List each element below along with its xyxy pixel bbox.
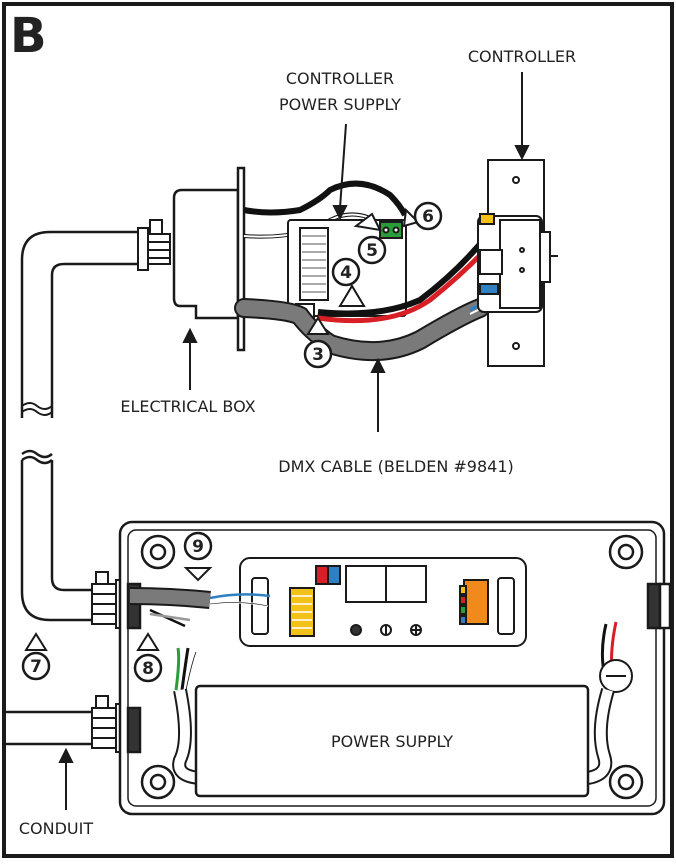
step-8: 8	[142, 659, 154, 679]
step-6: 6	[422, 207, 434, 227]
ac-input-wires	[172, 647, 201, 785]
dc-output-wires	[586, 621, 633, 785]
label-electrical-box: ELECTRICAL BOX	[120, 397, 255, 416]
label-controller: CONTROLLER	[468, 47, 576, 66]
conduit-fitting-upper	[137, 219, 171, 271]
step-3: 3	[312, 345, 324, 365]
conduit-lower-horizontal	[6, 710, 92, 746]
label-dmx-cable: DMX CABLE (BELDEN #9841)	[278, 457, 513, 476]
conduit-upper	[20, 230, 142, 418]
label-conduit: CONDUIT	[19, 819, 93, 838]
electrical-box	[172, 166, 246, 352]
step-4: 4	[340, 263, 352, 283]
callout-arrows-upper	[182, 72, 530, 432]
step-5: 5	[366, 241, 378, 261]
step-callouts-lower: 9 7 8	[21, 531, 213, 683]
terminal-board	[239, 557, 527, 647]
label-controller-power-supply-line1: CONTROLLER	[286, 69, 394, 88]
step-7: 7	[30, 657, 42, 677]
conduit-lower-vertical	[20, 449, 92, 622]
panel-letter: B	[10, 8, 47, 64]
step-9: 9	[192, 537, 204, 557]
power-supply-unit	[194, 684, 590, 798]
label-controller-power-supply-line2: POWER SUPPLY	[279, 95, 401, 114]
controller-device	[477, 159, 558, 367]
step-callouts-upper: 4 5 6 3	[303, 201, 443, 369]
label-power-supply: POWER SUPPLY	[331, 732, 453, 751]
callout-arrow-conduit	[58, 747, 74, 810]
dmx-cable-lower	[129, 587, 271, 628]
